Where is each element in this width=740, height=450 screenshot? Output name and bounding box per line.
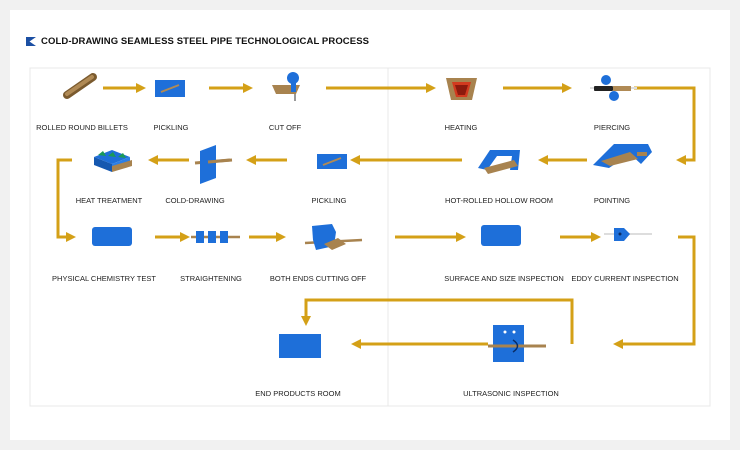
step-label-pickling: PICKLING <box>153 123 188 132</box>
step-label-straightening: STRAIGHTENING <box>180 274 242 283</box>
heat-treatment-furnace-icon <box>94 150 132 172</box>
test-block-icon <box>92 227 132 246</box>
step-label-hot-rolled-hollow-room: HOT-ROLLED HOLLOW ROOM <box>445 196 553 205</box>
piercing-mill-icon <box>590 75 637 101</box>
step-label-heat-treatment: HEAT TREATMENT <box>76 196 143 205</box>
panel-border <box>29 67 711 407</box>
step-label-cut-off: CUT OFF <box>269 123 302 132</box>
step-label-piercing: PIERCING <box>594 123 630 132</box>
step-label-cold-drawing: COLD-DRAWING <box>165 196 224 205</box>
step-label-eddy-current-inspection: EDDY CURRENT INSPECTION <box>571 274 678 283</box>
end-cutter-icon <box>304 224 363 250</box>
billet-icon <box>63 73 97 99</box>
title-marker-icon <box>26 37 36 46</box>
step-label-ultrasonic-inspection: ULTRASONIC INSPECTION <box>463 389 559 398</box>
arrow-heat-treatment-to-test <box>56 158 72 239</box>
arrow-eddy-to-ultrasonic <box>623 235 696 346</box>
step-labels: ROLLED ROUND BILLETS PICKLING CUT OFF HE… <box>36 123 678 398</box>
title-bar: COLD-DRAWING SEAMLESS STEEL PIPE TECHNOL… <box>26 36 369 47</box>
step-label-both-ends-cutting-off: BOTH ENDS CUTTING OFF <box>270 274 367 283</box>
step-label-end-products-room: END PRODUCTS ROOM <box>255 389 340 398</box>
arrow-piercing-to-pointing <box>634 86 696 162</box>
hollow-room-icon <box>478 150 520 174</box>
drawing-die-icon <box>194 145 233 184</box>
saw-icon <box>272 72 300 101</box>
flow-arrows <box>56 86 696 346</box>
pickling-tank-icon <box>317 154 347 169</box>
step-label-rolled-round-billets: ROLLED ROUND BILLETS <box>36 123 128 132</box>
step-label-surface-and-size-inspection: SURFACE AND SIZE INSPECTION <box>444 274 564 283</box>
diagram-title: COLD-DRAWING SEAMLESS STEEL PIPE TECHNOL… <box>41 36 370 47</box>
eddy-current-icon <box>604 228 652 241</box>
straightener-icon <box>191 231 240 243</box>
ultrasonic-tester-icon <box>488 325 546 362</box>
products-room-icon <box>279 334 321 358</box>
step-label-physical-chemistry-test: PHYSICAL CHEMISTRY TEST <box>52 274 156 283</box>
step-label-pickling: PICKLING <box>311 196 346 205</box>
pickling-tank-icon <box>155 80 185 97</box>
arrow-bypass-to-end-products <box>304 298 574 344</box>
pointing-machine-icon <box>593 144 652 168</box>
step-label-heating: HEATING <box>445 123 478 132</box>
arrow-heads <box>66 83 686 349</box>
step-label-pointing: POINTING <box>594 196 630 205</box>
furnace-icon <box>446 78 477 100</box>
inspection-block-icon <box>481 225 521 246</box>
